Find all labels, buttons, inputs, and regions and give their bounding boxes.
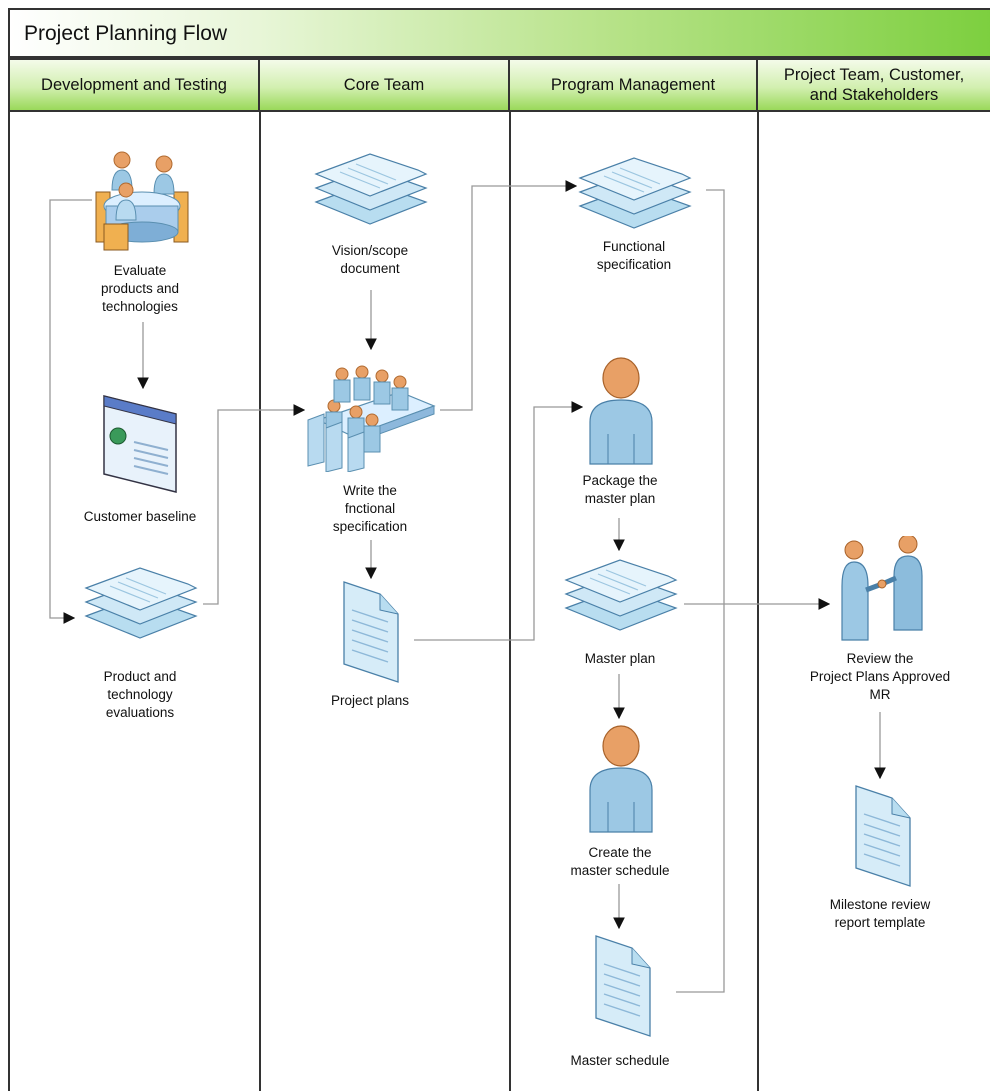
document-stack-icon [578, 157, 692, 229]
label-product-evaluations: Product and technology evaluations [103, 669, 177, 720]
connector-project-plans-to-package [414, 401, 584, 641]
document-stack-icon [564, 559, 678, 631]
label-master-schedule: Master schedule [570, 1053, 670, 1068]
lane-label-line1: Project Team, Customer, [783, 66, 965, 84]
label-project-plans: Project plans [330, 693, 410, 708]
document-stack-icon [314, 153, 428, 225]
title-bar: Project Planning Flow [8, 8, 990, 58]
web-page-icon [103, 395, 177, 493]
person-icon [589, 357, 653, 465]
connector-write-spec-to-functional [440, 180, 578, 411]
label-functional-spec: Functional specification [596, 239, 672, 272]
lane-label: Program Management [550, 76, 716, 94]
lane-label: Core Team [343, 76, 425, 94]
label-milestone-template: Milestone review report template [829, 897, 931, 930]
conference-room-icon [307, 365, 436, 472]
diagram-title: Project Planning Flow [24, 22, 228, 45]
lane-divider [8, 112, 10, 1091]
lane-divider [509, 112, 511, 1091]
meeting-table-icon [95, 151, 189, 251]
lane-header-core-team: Core Team [260, 58, 510, 112]
document-icon [855, 785, 911, 887]
connector-evaluations-to-write-spec [203, 404, 306, 605]
label-review-plans: Review the Project Plans Approved MR [809, 651, 951, 702]
handshake-icon [841, 536, 923, 641]
lane-header-program-management: Program Management [510, 58, 758, 112]
document-icon [343, 581, 399, 683]
document-stack-icon [84, 567, 198, 639]
label-master-plan: Master plan [584, 651, 656, 666]
label-evaluate: Evaluate products and technologies [100, 263, 180, 314]
connector-evaluate-loop-to-evaluations [49, 199, 92, 624]
connector-schedule-loop-to-functional [676, 189, 725, 993]
lane-divider [757, 112, 759, 1091]
label-vision-scope: Vision/scope document [331, 243, 409, 276]
lane-label-line2: and Stakeholders [809, 86, 939, 104]
lane-header-development-testing: Development and Testing [8, 58, 260, 112]
document-icon [595, 935, 651, 1037]
label-package-plan: Package the master plan [582, 473, 658, 506]
person-icon [589, 725, 653, 833]
label-write-spec: Write the fnctional specification [332, 483, 408, 534]
lane-divider [259, 112, 261, 1091]
label-customer-baseline: Customer baseline [83, 509, 197, 524]
lane-header-stakeholders: Project Team, Customer, and Stakeholders [758, 58, 990, 112]
lane-label: Development and Testing [41, 76, 227, 94]
label-create-schedule: Create the master schedule [570, 845, 670, 878]
